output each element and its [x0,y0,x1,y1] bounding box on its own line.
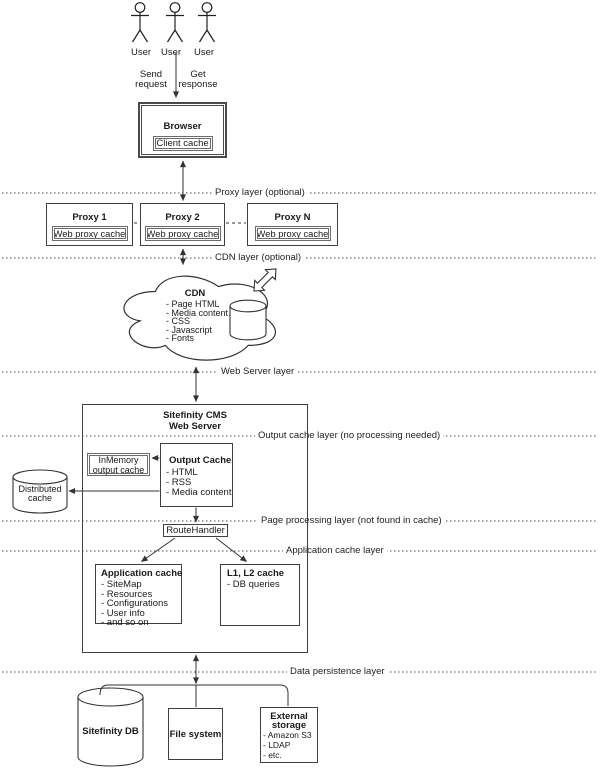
output-cache-item: - HTML [166,467,198,478]
proxy-n-title: Proxy N [274,212,311,223]
user-label: User [193,47,215,58]
cdn-item: - Javascript [166,324,213,335]
distributed-cache-label: Distributed cache [18,484,62,503]
cdn-item: - CSS [166,316,191,326]
web-server-layer-label: Web Server layer [218,366,298,378]
external-storage-title: External storage [270,711,308,731]
application-cache-box: Application cache - SiteMap - Resources … [95,564,183,627]
proxy-1-cache-box: Web proxy cache [51,226,128,241]
file-system-box: File system [168,708,223,760]
page-processing-layer-label: Page processing layer (not found in cach… [258,515,445,527]
persistence-connector-lines [99,684,289,707]
external-storage-item: - etc. [263,750,282,760]
cdn-layer-label: CDN layer (optional) [212,252,305,264]
application-cache-title: Application cache [101,568,183,579]
proxy-2-title: Proxy 2 [165,212,200,223]
cdn-sync-arrow-icon [253,268,277,292]
output-cache-box: Output Cache - HTML - RSS - Media conten… [160,443,233,507]
cdn-item: - Page HTML [166,299,220,309]
layer-separator-lines [2,192,598,673]
l1-l2-cache-title: L1, L2 cache [227,568,285,579]
send-request-label: Send request [135,69,167,90]
proxy-2-box: Proxy 2 Web proxy cache [140,203,225,246]
application-cache-layer-label: Application cache layer [283,545,387,557]
cdn-title: CDN [184,288,206,299]
output-cache-item: - Media content [166,487,232,498]
l1-l2-cache-item: - DB queries [227,579,280,590]
cdn-storage-cylinder-icon [229,299,267,341]
proxy-layer-label: Proxy layer (optional) [212,187,308,199]
external-storage-box: External storage - Amazon S3 - LDAP - et… [260,707,318,763]
user-label: User [130,47,152,58]
distributed-cache-cylinder [12,469,68,514]
inmemory-output-cache-box: InMemory output cache [87,453,150,476]
l1-l2-cache-box: L1, L2 cache - DB queries [220,564,300,626]
proxy-2-cache-box: Web proxy cache [144,226,221,241]
get-response-label: Get response [178,69,218,90]
application-cache-item: - Resources [101,588,153,600]
proxy-n-box: Proxy N Web proxy cache [247,203,338,246]
proxy-1-box: Proxy 1 Web proxy cache [46,203,133,246]
proxy-1-title: Proxy 1 [72,212,107,223]
output-cache-item: - RSS [166,477,192,488]
sitefinity-db-label: Sitefinity DB [82,726,139,737]
application-cache-item: - Configurations [101,598,169,610]
application-cache-item: - User info [101,607,145,619]
browser-title: Browser [163,121,202,132]
application-cache-item: - and so on [101,617,149,629]
data-persistence-layer-label: Data persistence layer [287,666,388,678]
external-storage-item: - LDAP [263,740,291,750]
route-handler-box: RouteHandler [163,524,228,537]
cdn-item: - Fonts [166,333,195,343]
proxy-n-cache-box: Web proxy cache [254,226,331,241]
cdn-items: - Page HTML - Media content - CSS - Java… [166,300,228,343]
browser-box: Browser Client cache [138,102,227,158]
output-cache-title: Output Cache [169,455,232,466]
user-label: User [160,47,182,58]
client-cache-box: Client cache [152,136,213,151]
external-storage-item: - Amazon S3 [263,730,312,740]
user-actor-icon [131,2,216,43]
web-server-title: Sitefinity CMS Web Server [163,410,227,432]
cdn-item: - Media content [166,307,229,318]
output-cache-layer-label: Output cache layer (no processing needed… [255,430,444,442]
application-cache-item: - SiteMap [101,579,142,590]
sitefinity-db-cylinder [77,687,144,767]
web-server-box [82,404,308,653]
